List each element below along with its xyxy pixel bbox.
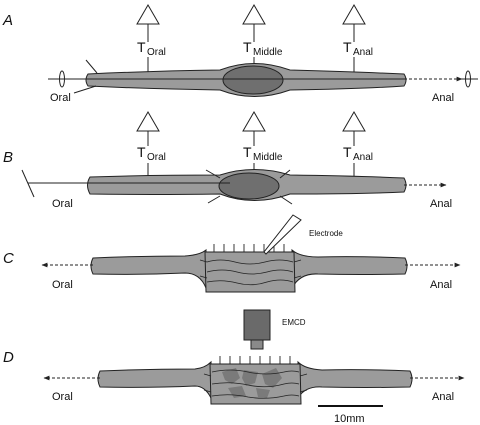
triangle-icon	[342, 4, 366, 25]
transducer-label: T	[137, 39, 146, 55]
transducer-anal-b: T Anal	[342, 111, 373, 177]
bolus	[218, 172, 280, 200]
emcd-label: EMCD	[282, 318, 306, 327]
imaging-signal	[222, 368, 282, 398]
transducer-subscript: Anal	[353, 47, 373, 58]
triangle-icon	[242, 111, 266, 132]
transducer-anal-a: T Anal	[342, 4, 373, 73]
opened-tissue-sheet	[204, 251, 296, 293]
scale-bar-label: 10mm	[334, 413, 365, 425]
triangle-icon	[136, 4, 160, 25]
electrode-label: Electrode	[309, 229, 343, 238]
transducer-subscript: Middle	[253, 47, 283, 58]
electrode: Electrode	[263, 214, 343, 255]
cannula-tie-left	[59, 70, 65, 88]
pins	[203, 356, 308, 393]
panel-letter-d: D	[3, 349, 14, 366]
gut-segment	[291, 248, 408, 289]
panel-letter-b: B	[3, 149, 13, 166]
emcd-camera-icon: EMCD	[243, 309, 306, 350]
panel-letter-a: A	[2, 12, 13, 29]
anal-label-c: Anal	[430, 279, 452, 291]
pins	[199, 244, 302, 279]
oral-label-c: Oral	[52, 279, 73, 291]
triangle-icon	[342, 111, 366, 132]
transducer-subscript: Anal	[353, 152, 373, 163]
anal-label-a: Anal	[432, 92, 454, 104]
scale-bar: 10mm	[318, 405, 383, 425]
transducer-middle-a: T Middle	[242, 4, 283, 67]
triangle-icon	[136, 111, 160, 132]
triangle-icon	[242, 4, 266, 25]
transducer-oral-b: T Oral	[136, 111, 166, 177]
panel-b: B T Oral T Middle T Anal	[3, 111, 452, 210]
transducer-label: T	[343, 144, 352, 160]
gut-segment	[297, 360, 413, 400]
gut-segment	[90, 248, 207, 289]
transducer-middle-b: T Middle	[242, 111, 283, 171]
transducer-subscript: Middle	[253, 152, 283, 163]
panel-letter-c: C	[3, 250, 14, 267]
oral-label-d: Oral	[52, 391, 73, 403]
transducer-label: T	[243, 39, 252, 55]
transducer-subscript: Oral	[147, 152, 166, 163]
transducer-label: T	[243, 144, 252, 160]
transducer-label: T	[343, 39, 352, 55]
panel-a: A T Oral T Middle T Anal	[2, 4, 478, 104]
bolus	[222, 65, 284, 95]
transducer-oral-a: T Oral	[136, 4, 166, 73]
oral-label-b: Oral	[52, 198, 73, 210]
oral-label-a: Oral	[50, 92, 71, 104]
anal-label-d: Anal	[432, 391, 454, 403]
anal-label-b: Anal	[430, 198, 452, 210]
transducer-label: T	[137, 144, 146, 160]
gut-segment	[97, 360, 212, 399]
panel-c: C Electrode Oral	[3, 214, 461, 293]
transducer-subscript: Oral	[147, 47, 166, 58]
panel-d: D EMCD	[3, 309, 465, 405]
